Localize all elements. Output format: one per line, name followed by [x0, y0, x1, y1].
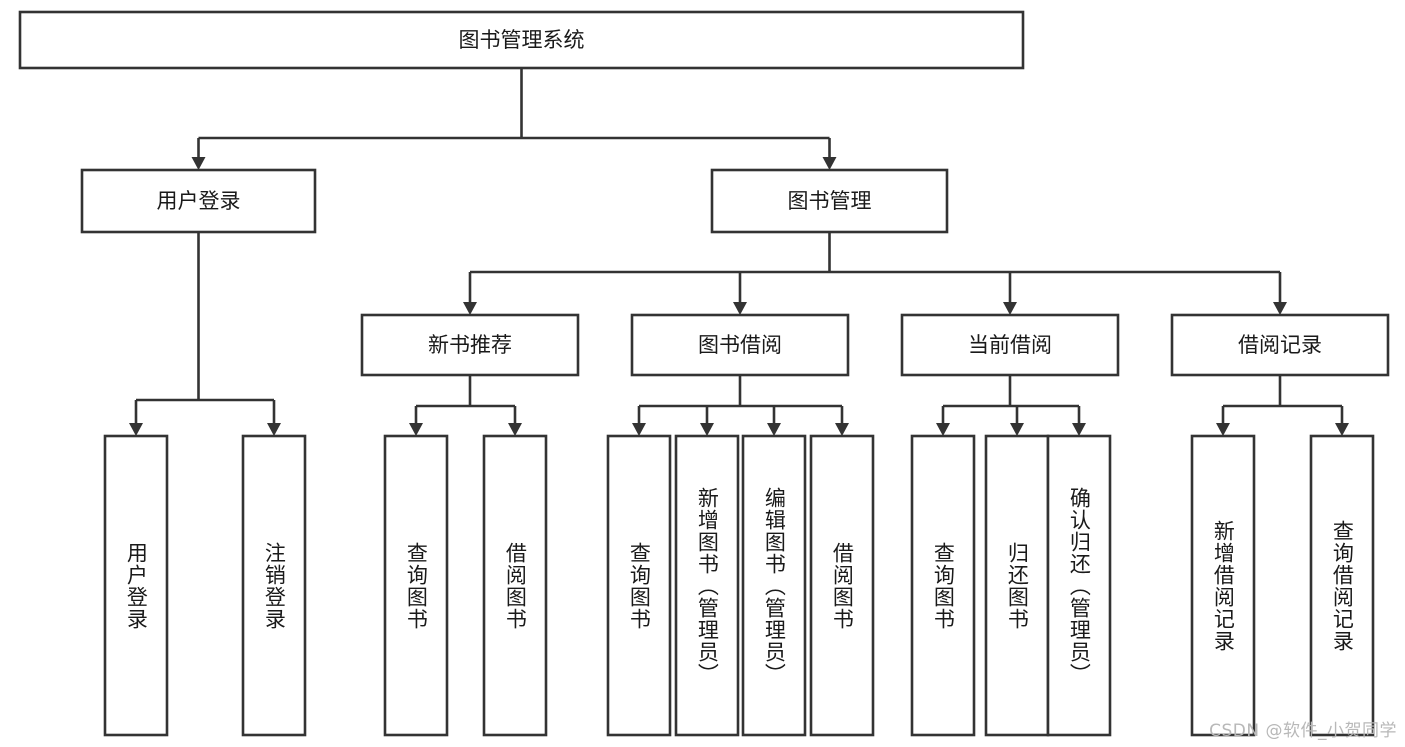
arrow-head-icon [1273, 302, 1287, 315]
arrow-head-icon [409, 423, 423, 436]
arrow-head-icon [463, 302, 477, 315]
node-new-book-recommend-box[interactable] [360, 313, 580, 377]
connectors-layer [129, 68, 1349, 436]
watermark-text: CSDN @软件_小贺同学 [1209, 721, 1397, 741]
node-book-manage-label: 图书管理 [788, 189, 872, 213]
node-leaf-add-book-box[interactable] [674, 434, 740, 737]
node-book-manage-box[interactable] [710, 168, 949, 234]
node-new-book-recommend-label: 新书推荐 [428, 333, 512, 357]
node-user-login-label: 用户登录 [157, 189, 241, 213]
node-leaf-borrow-book-1-box[interactable] [482, 434, 548, 737]
arrow-head-icon [700, 423, 714, 436]
node-leaf-user-login-box[interactable] [103, 434, 169, 737]
node-book-borrow-box[interactable] [630, 313, 850, 377]
arrow-head-icon [835, 423, 849, 436]
node-book-borrow-label: 图书借阅 [698, 333, 782, 357]
node-leaf-confirm-return-box[interactable] [1046, 434, 1112, 737]
node-leaf-edit-book-box[interactable] [741, 434, 807, 737]
arrow-head-icon [1003, 302, 1017, 315]
arrow-head-icon [1216, 423, 1230, 436]
arrow-head-icon [1072, 423, 1086, 436]
arrow-head-icon [822, 157, 837, 170]
arrow-head-icon [191, 157, 206, 170]
node-leaf-query-book-1-box[interactable] [383, 434, 449, 737]
arrow-head-icon [733, 302, 747, 315]
node-leaf-query-book-2-box[interactable] [606, 434, 672, 737]
arrow-head-icon [1010, 423, 1024, 436]
node-leaf-query-record-box[interactable] [1309, 434, 1375, 737]
node-current-borrow-box[interactable] [900, 313, 1120, 377]
node-user-login-box[interactable] [80, 168, 317, 234]
arrow-head-icon [267, 423, 281, 436]
node-leaf-add-record-box[interactable] [1190, 434, 1256, 737]
arrow-head-icon [508, 423, 522, 436]
node-leaf-query-book-3-box[interactable] [910, 434, 976, 737]
node-current-borrow-label: 当前借阅 [968, 333, 1052, 357]
arrow-head-icon [767, 423, 781, 436]
arrow-head-icon [129, 423, 143, 436]
arrow-head-icon [1335, 423, 1349, 436]
arrow-head-icon [936, 423, 950, 436]
node-root-box[interactable] [18, 10, 1025, 70]
boxes-layer [18, 10, 1390, 737]
node-borrow-record-box[interactable] [1170, 313, 1390, 377]
node-leaf-logout-login-box[interactable] [241, 434, 307, 737]
node-leaf-return-book-box[interactable] [984, 434, 1050, 737]
node-leaf-borrow-book-2-box[interactable] [809, 434, 875, 737]
arrow-head-icon [632, 423, 646, 436]
node-borrow-record-label: 借阅记录 [1238, 333, 1322, 357]
node-root-label: 图书管理系统 [459, 28, 585, 52]
